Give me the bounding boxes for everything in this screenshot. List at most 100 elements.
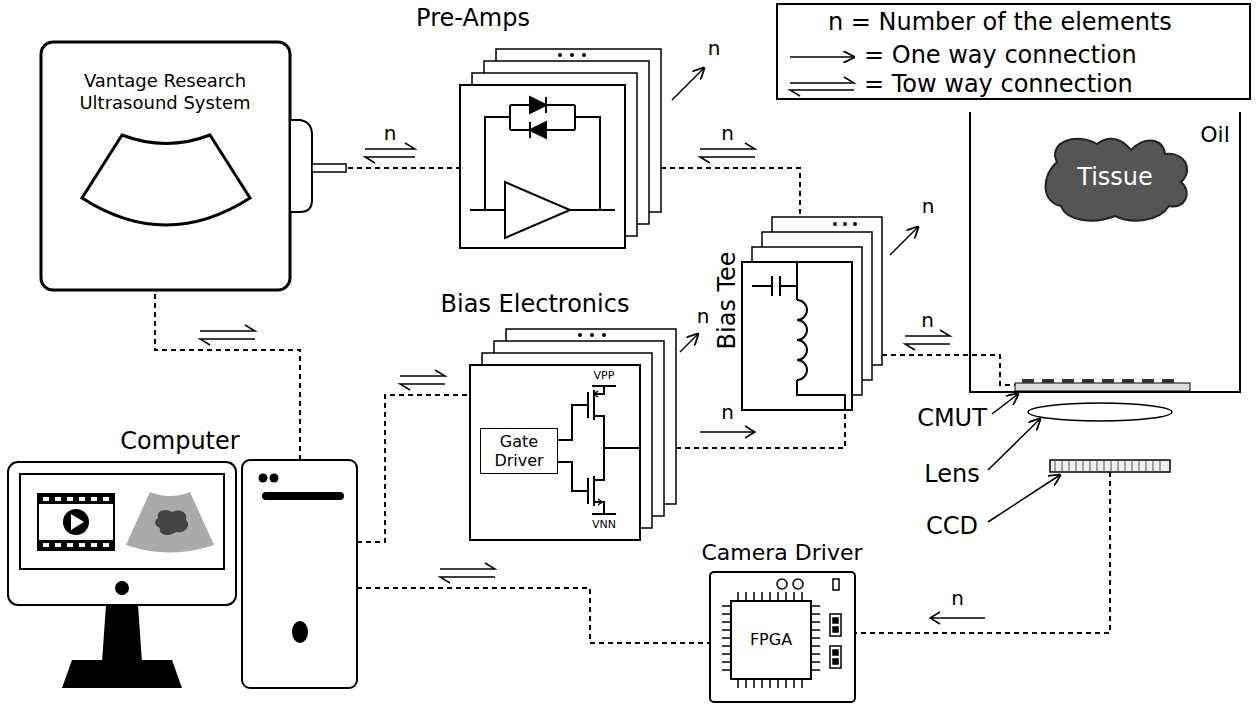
part-label: VPP <box>594 369 615 382</box>
part-label: VNN <box>592 518 616 531</box>
stack-arrow <box>672 68 704 100</box>
camera-board <box>710 572 855 702</box>
direction-glyph <box>365 143 415 163</box>
tissue-blob: Tissue <box>1035 130 1195 225</box>
cmut-elements <box>1022 379 1174 383</box>
preamp-cards <box>460 49 661 248</box>
connector <box>348 143 460 168</box>
stack-arrow <box>890 227 918 255</box>
connector <box>676 410 845 448</box>
camera-driver-board: Camera DriverFPGA <box>710 572 855 702</box>
card-stack: Bias ElectronicsGate Driver <box>470 329 676 540</box>
leader-lines <box>988 394 1060 522</box>
direction-glyph <box>930 612 985 624</box>
edge-label: n <box>384 121 397 145</box>
direction-glyph <box>700 143 755 163</box>
bias-tee-cards <box>742 217 882 410</box>
connector <box>357 370 470 542</box>
drive-slot <box>262 492 344 500</box>
part-label: n <box>697 304 710 328</box>
more-dots <box>578 333 606 337</box>
chip-pins <box>722 592 820 688</box>
connector-line <box>348 167 460 169</box>
node-label: Bias Electronics <box>441 290 630 319</box>
oil-tank <box>970 112 1240 392</box>
node-label: Pre-Amps <box>416 4 530 33</box>
connector <box>882 330 1015 385</box>
direction-glyph <box>700 426 755 438</box>
edge-label: n <box>721 400 734 424</box>
bias-cards <box>470 329 676 540</box>
ccd-sensor: CCD <box>1050 460 1170 472</box>
fpga-chip: FPGA <box>730 600 812 680</box>
node-label: Vantage Research Ultrasound System <box>50 70 280 113</box>
direction-glyph <box>440 563 495 583</box>
tower-button <box>292 621 308 643</box>
probe-cable <box>312 164 346 172</box>
legend-text: = Tow way connection <box>864 70 1133 99</box>
video-icon <box>38 494 114 550</box>
connector-line <box>357 395 470 542</box>
ultrasound-housing <box>41 42 290 290</box>
node-label: Computer <box>120 427 239 456</box>
connector <box>357 563 710 643</box>
ultrasound-image-icon <box>126 492 214 553</box>
mosfet-half-bridge <box>558 386 640 514</box>
cmut-array: CMUT <box>1015 379 1190 391</box>
direction-glyph <box>200 325 255 345</box>
connector-line <box>676 410 845 448</box>
legend-text: = One way connection <box>864 41 1137 70</box>
connector-line <box>882 355 1015 385</box>
edge-label: n <box>921 308 934 332</box>
connector <box>661 143 800 217</box>
connector-line <box>357 588 710 643</box>
node-label: Camera Driver <box>701 540 862 566</box>
connector <box>855 472 1110 633</box>
node-label: Gate Driver <box>483 432 555 470</box>
driver-box: Gate Driver <box>480 428 558 474</box>
oil-tank-region: OilTissue <box>970 112 1240 392</box>
ccd-pixels <box>1055 461 1160 471</box>
monitor-base <box>62 660 182 688</box>
power-button <box>115 581 129 595</box>
screen <box>20 474 224 569</box>
bias-tee-circuit <box>752 262 845 410</box>
preamp-circuit <box>470 97 615 238</box>
card-stack: Bias Tee <box>742 217 882 410</box>
legend-text: n = Number of the elements <box>828 8 1172 37</box>
part-label: Lens <box>924 460 979 489</box>
connector-line <box>661 168 800 217</box>
ccd-sensor <box>1050 460 1170 472</box>
node-label: Bias Tee <box>713 251 742 349</box>
probe-connector <box>290 120 312 212</box>
monitor-stand <box>102 605 142 662</box>
legend-box: n = Number of the elements = One way conn… <box>776 3 1251 100</box>
system-box: Vantage Research Ultrasound System <box>40 42 348 290</box>
tower-led <box>259 474 268 483</box>
two-way-sample <box>790 77 854 96</box>
part-label: n <box>922 194 935 218</box>
sector-image <box>82 135 250 225</box>
one-way-sample <box>790 56 854 58</box>
direction-glyph <box>400 370 445 390</box>
edge-label: n <box>951 586 964 610</box>
stack-arrow <box>680 334 698 352</box>
connector-line <box>855 472 1110 633</box>
tissue-icon <box>155 510 188 535</box>
monitor <box>8 462 236 605</box>
node-label: Oil <box>1200 122 1230 148</box>
node-label: FPGA <box>750 630 792 649</box>
node-label: CMUT <box>917 404 987 433</box>
cmut-chip <box>1015 383 1190 391</box>
node-label: CCD <box>926 512 978 541</box>
node-label: Tissue <box>1077 163 1153 192</box>
computer: Computer <box>8 460 357 688</box>
direction-glyph <box>905 330 950 350</box>
edge-label: n <box>721 121 734 145</box>
part-label: n <box>708 36 721 60</box>
more-dots <box>833 222 857 226</box>
pc-tower <box>242 460 357 688</box>
card-stack: Pre-Amps <box>460 49 661 248</box>
tower-led <box>270 474 279 483</box>
